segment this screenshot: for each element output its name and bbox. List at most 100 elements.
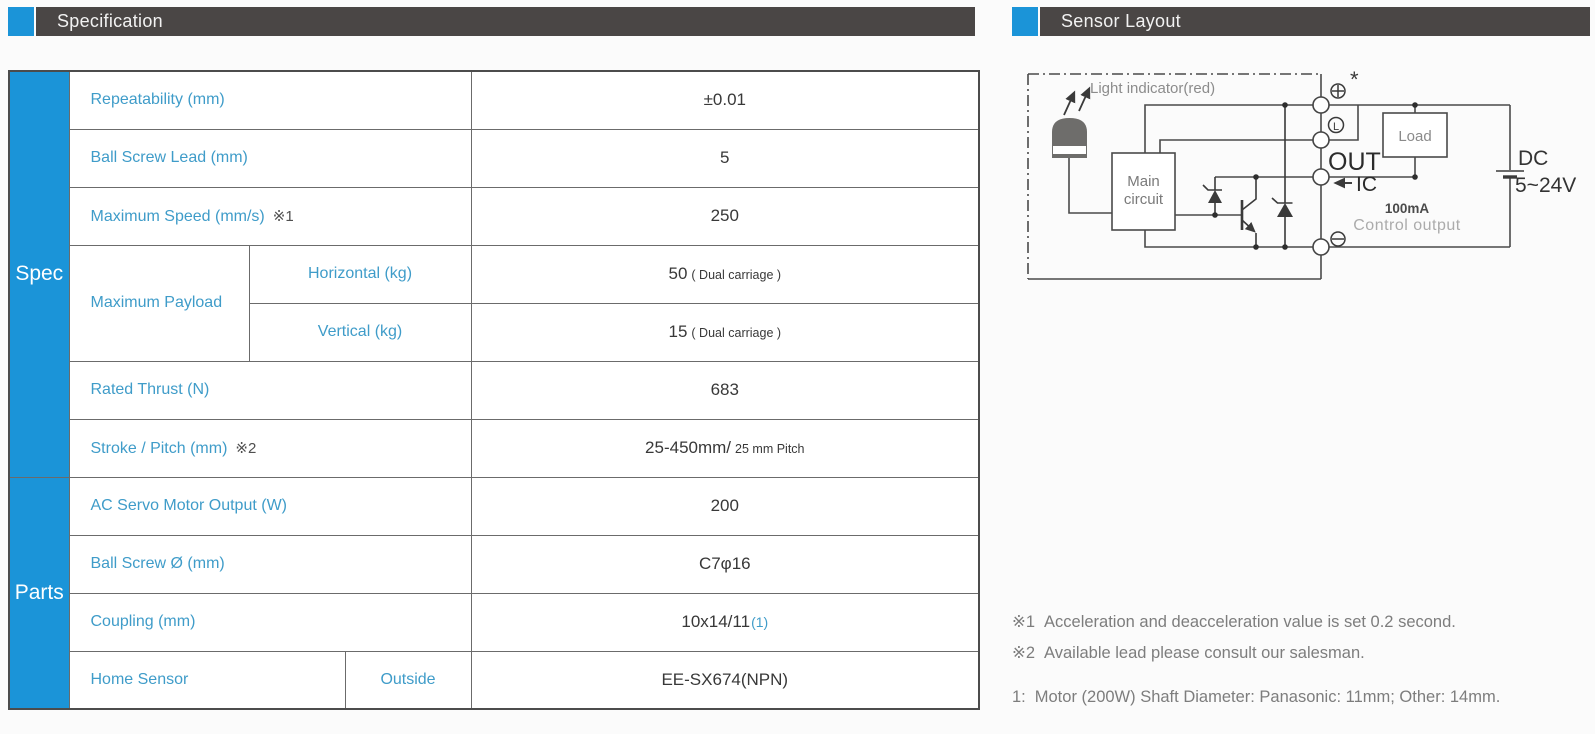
row-label-text: Home Sensor	[90, 670, 189, 688]
asterisk-mark: *	[1350, 67, 1359, 92]
row-value: EE-SX674(NPN)	[470, 650, 980, 710]
sensor-circuit-diagram: Light indicator(red) Main circuit	[1027, 67, 1576, 280]
footnote-3: 1: Motor (200W) Shaft Diameter: Panasonic…	[1012, 687, 1587, 708]
out-label: OUT	[1328, 148, 1381, 176]
dc-label: DC	[1518, 147, 1548, 170]
group-cell-parts: Parts	[8, 476, 70, 710]
row-value-note: (1)	[751, 614, 769, 630]
table-row: Vertical (kg) 15( Dual carriage )	[9, 302, 980, 362]
table-row: Home Sensor Outside EE-SX674(NPN)	[9, 650, 980, 710]
row-sub-label-text: Outside	[380, 670, 436, 688]
table-row: Maximum Payload Horizontal (kg) 50( Dual…	[9, 244, 980, 362]
spec-table: Spec Repeatability (mm) ±0.01 Ball Screw…	[8, 70, 981, 710]
row-label: Ball Screw Ø (mm)	[68, 534, 472, 594]
ic-label: IC	[1356, 173, 1377, 196]
row-label-text: AC Servo Motor Output (W)	[90, 497, 288, 514]
footnote-ref: 1:	[1012, 688, 1026, 706]
row-value-text: EE-SX674(NPN)	[661, 669, 789, 689]
footnote-text: Acceleration and deacceleration value is…	[1044, 613, 1456, 631]
junction-dots	[1212, 102, 1418, 250]
sensor-header-accent	[1012, 7, 1038, 36]
footnote-2: ※2 Available lead please consult our sale…	[1012, 643, 1587, 664]
current-label: 100mA	[1385, 201, 1430, 216]
row-value-text: 15	[668, 322, 688, 341]
table-row: Stroke / Pitch (mm) ※2 25-450mm/25 mm Pit…	[9, 418, 980, 478]
row-value: 25-450mm/25 mm Pitch	[470, 418, 980, 478]
light-indicator-label: Light indicator(red)	[1090, 80, 1215, 97]
group-cell-spec: Spec	[8, 70, 70, 478]
svg-text:circuit: circuit	[1124, 191, 1164, 208]
zener-diode-2	[1271, 105, 1293, 247]
row-label: Coupling (mm)	[68, 592, 472, 652]
terminal-circles	[1312, 96, 1330, 256]
row-value-text: ±0.01	[703, 90, 746, 110]
footnote-ref: ※2	[235, 439, 257, 457]
footnote-ref: ※1	[272, 207, 294, 225]
row-label: Home Sensor	[68, 650, 346, 710]
row-value-text: 5	[720, 148, 730, 167]
row-sub-label: Horizontal (kg)	[248, 244, 472, 304]
row-label-text: Ball Screw Lead (mm)	[90, 149, 248, 166]
row-label-text: Maximum Speed (mm/s)	[90, 207, 265, 225]
table-row: Maximum Speed (mm/s) ※1 250	[9, 186, 980, 246]
row-label: AC Servo Motor Output (W)	[68, 476, 472, 536]
table-row: Parts AC Servo Motor Output (W) 200	[8, 476, 980, 710]
footnote-text: Motor (200W) Shaft Diameter: Panasonic: …	[1034, 688, 1501, 706]
row-label-text: Maximum Payload	[90, 294, 223, 311]
row-value-note: ( Dual carriage )	[691, 326, 782, 340]
led-indicator-icon	[1052, 86, 1091, 158]
row-value: 200	[470, 476, 980, 536]
row-value: 250	[470, 186, 980, 246]
row-value: 683	[470, 360, 980, 420]
table-row: Ball Screw Lead (mm) 5	[9, 128, 980, 188]
row-sub-label: Outside	[344, 650, 472, 710]
row-value-text: 10x14/11	[681, 612, 751, 631]
load-box: Load	[1382, 112, 1448, 158]
sensor-header-bar: Sensor Layout	[1040, 7, 1590, 36]
row-value: 50( Dual carriage )	[470, 244, 980, 304]
row-value-text: 25-450mm/	[645, 438, 732, 457]
row-value-note: ( Dual carriage )	[691, 268, 782, 282]
row-label: Rated Thrust (N)	[68, 360, 472, 420]
row-sub-label-text: Vertical (kg)	[317, 323, 403, 340]
spec-header-title: Specification	[57, 11, 163, 31]
sensor-header-title: Sensor Layout	[1061, 11, 1181, 31]
row-label-text: Repeatability (mm)	[90, 91, 225, 109]
row-value: 5	[470, 128, 980, 188]
plus-terminal-icon	[1330, 83, 1346, 99]
row-value: 10x14/11(1)	[470, 592, 980, 652]
row-label: Repeatability (mm)	[68, 70, 472, 130]
spec-header-accent	[8, 7, 34, 36]
npn-transistor	[1240, 177, 1257, 247]
row-label-text: Ball Screw Ø (mm)	[90, 555, 225, 572]
row-label: Stroke / Pitch (mm) ※2	[68, 418, 472, 478]
table-row: Ball Screw Ø (mm) C7φ16	[9, 534, 980, 594]
row-value-text: 683	[710, 380, 739, 399]
row-value-text: C7φ16	[698, 554, 751, 573]
row-label-text: Rated Thrust (N)	[90, 381, 210, 398]
row-value-note: 25 mm Pitch	[735, 442, 805, 456]
svg-text:Main: Main	[1127, 173, 1160, 190]
row-value: C7φ16	[470, 534, 980, 594]
row-sub-label-text: Horizontal (kg)	[308, 265, 413, 282]
row-label-text: Stroke / Pitch (mm)	[90, 439, 228, 457]
footnote-text: Available lead please consult our salesm…	[1044, 644, 1365, 662]
row-value-text: 50	[668, 264, 688, 283]
table-row: Rated Thrust (N) 683	[9, 360, 980, 420]
control-output-label: Control output	[1353, 217, 1461, 234]
voltage-label: 5~24V	[1515, 174, 1576, 197]
battery-icon	[1496, 170, 1524, 179]
table-row: Spec Repeatability (mm) ±0.01	[8, 70, 980, 478]
row-sub-label: Vertical (kg)	[248, 302, 472, 362]
zener-diode-1	[1202, 177, 1222, 215]
row-value-text: 250	[710, 206, 739, 225]
row-label-text: Coupling (mm)	[90, 613, 196, 630]
row-label: Maximum Payload	[68, 244, 250, 362]
footnote-ref: ※2	[1012, 644, 1036, 662]
l-terminal-icon: L	[1327, 116, 1345, 134]
main-circuit-box: Main circuit	[1111, 152, 1176, 231]
row-value-text: 200	[710, 496, 739, 515]
svg-text:Load: Load	[1398, 128, 1431, 145]
